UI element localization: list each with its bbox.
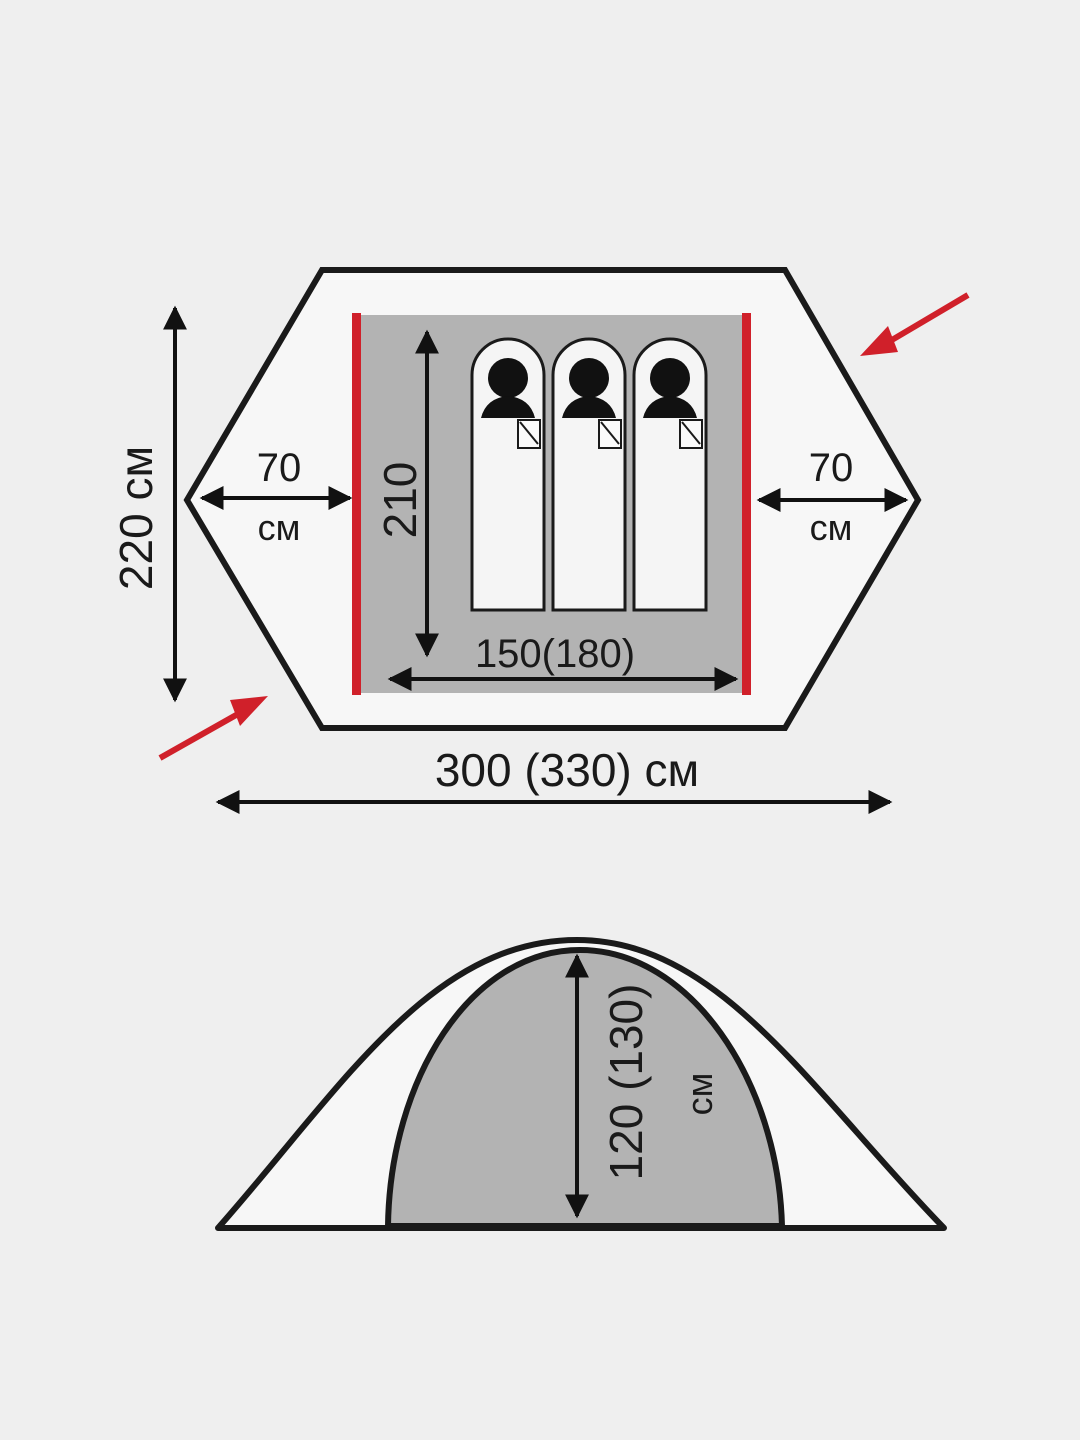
inner-door-left-red	[352, 313, 361, 695]
total-length-label: 300 (330) см	[435, 744, 699, 796]
left-vestibule-unit: см	[258, 507, 301, 548]
side-view: 120 (130) см	[215, 937, 947, 1231]
person-head-icon	[569, 358, 609, 398]
inner-length-label: 210	[374, 462, 426, 539]
outer-width-label: 220 см	[110, 446, 162, 590]
entrance-arrow-icon	[860, 292, 970, 356]
person-head-icon	[488, 358, 528, 398]
height-unit: см	[679, 1073, 720, 1116]
floor-plan: 210 150(180) 70 см 70 см 220 см 300 (330…	[110, 267, 970, 814]
entrance-arrow-icon	[158, 696, 268, 761]
inner-door-right-red	[742, 313, 751, 695]
right-vestibule-unit: см	[810, 507, 853, 548]
height-label: 120 (130)	[600, 984, 652, 1181]
sleeping-bag	[470, 337, 546, 612]
person-head-icon	[650, 358, 690, 398]
inner-width-label: 150(180)	[475, 632, 635, 676]
sleeping-bag	[632, 337, 708, 612]
left-vestibule-value: 70	[257, 446, 302, 490]
right-vestibule-value: 70	[809, 446, 854, 490]
sleeping-bag	[551, 337, 627, 612]
